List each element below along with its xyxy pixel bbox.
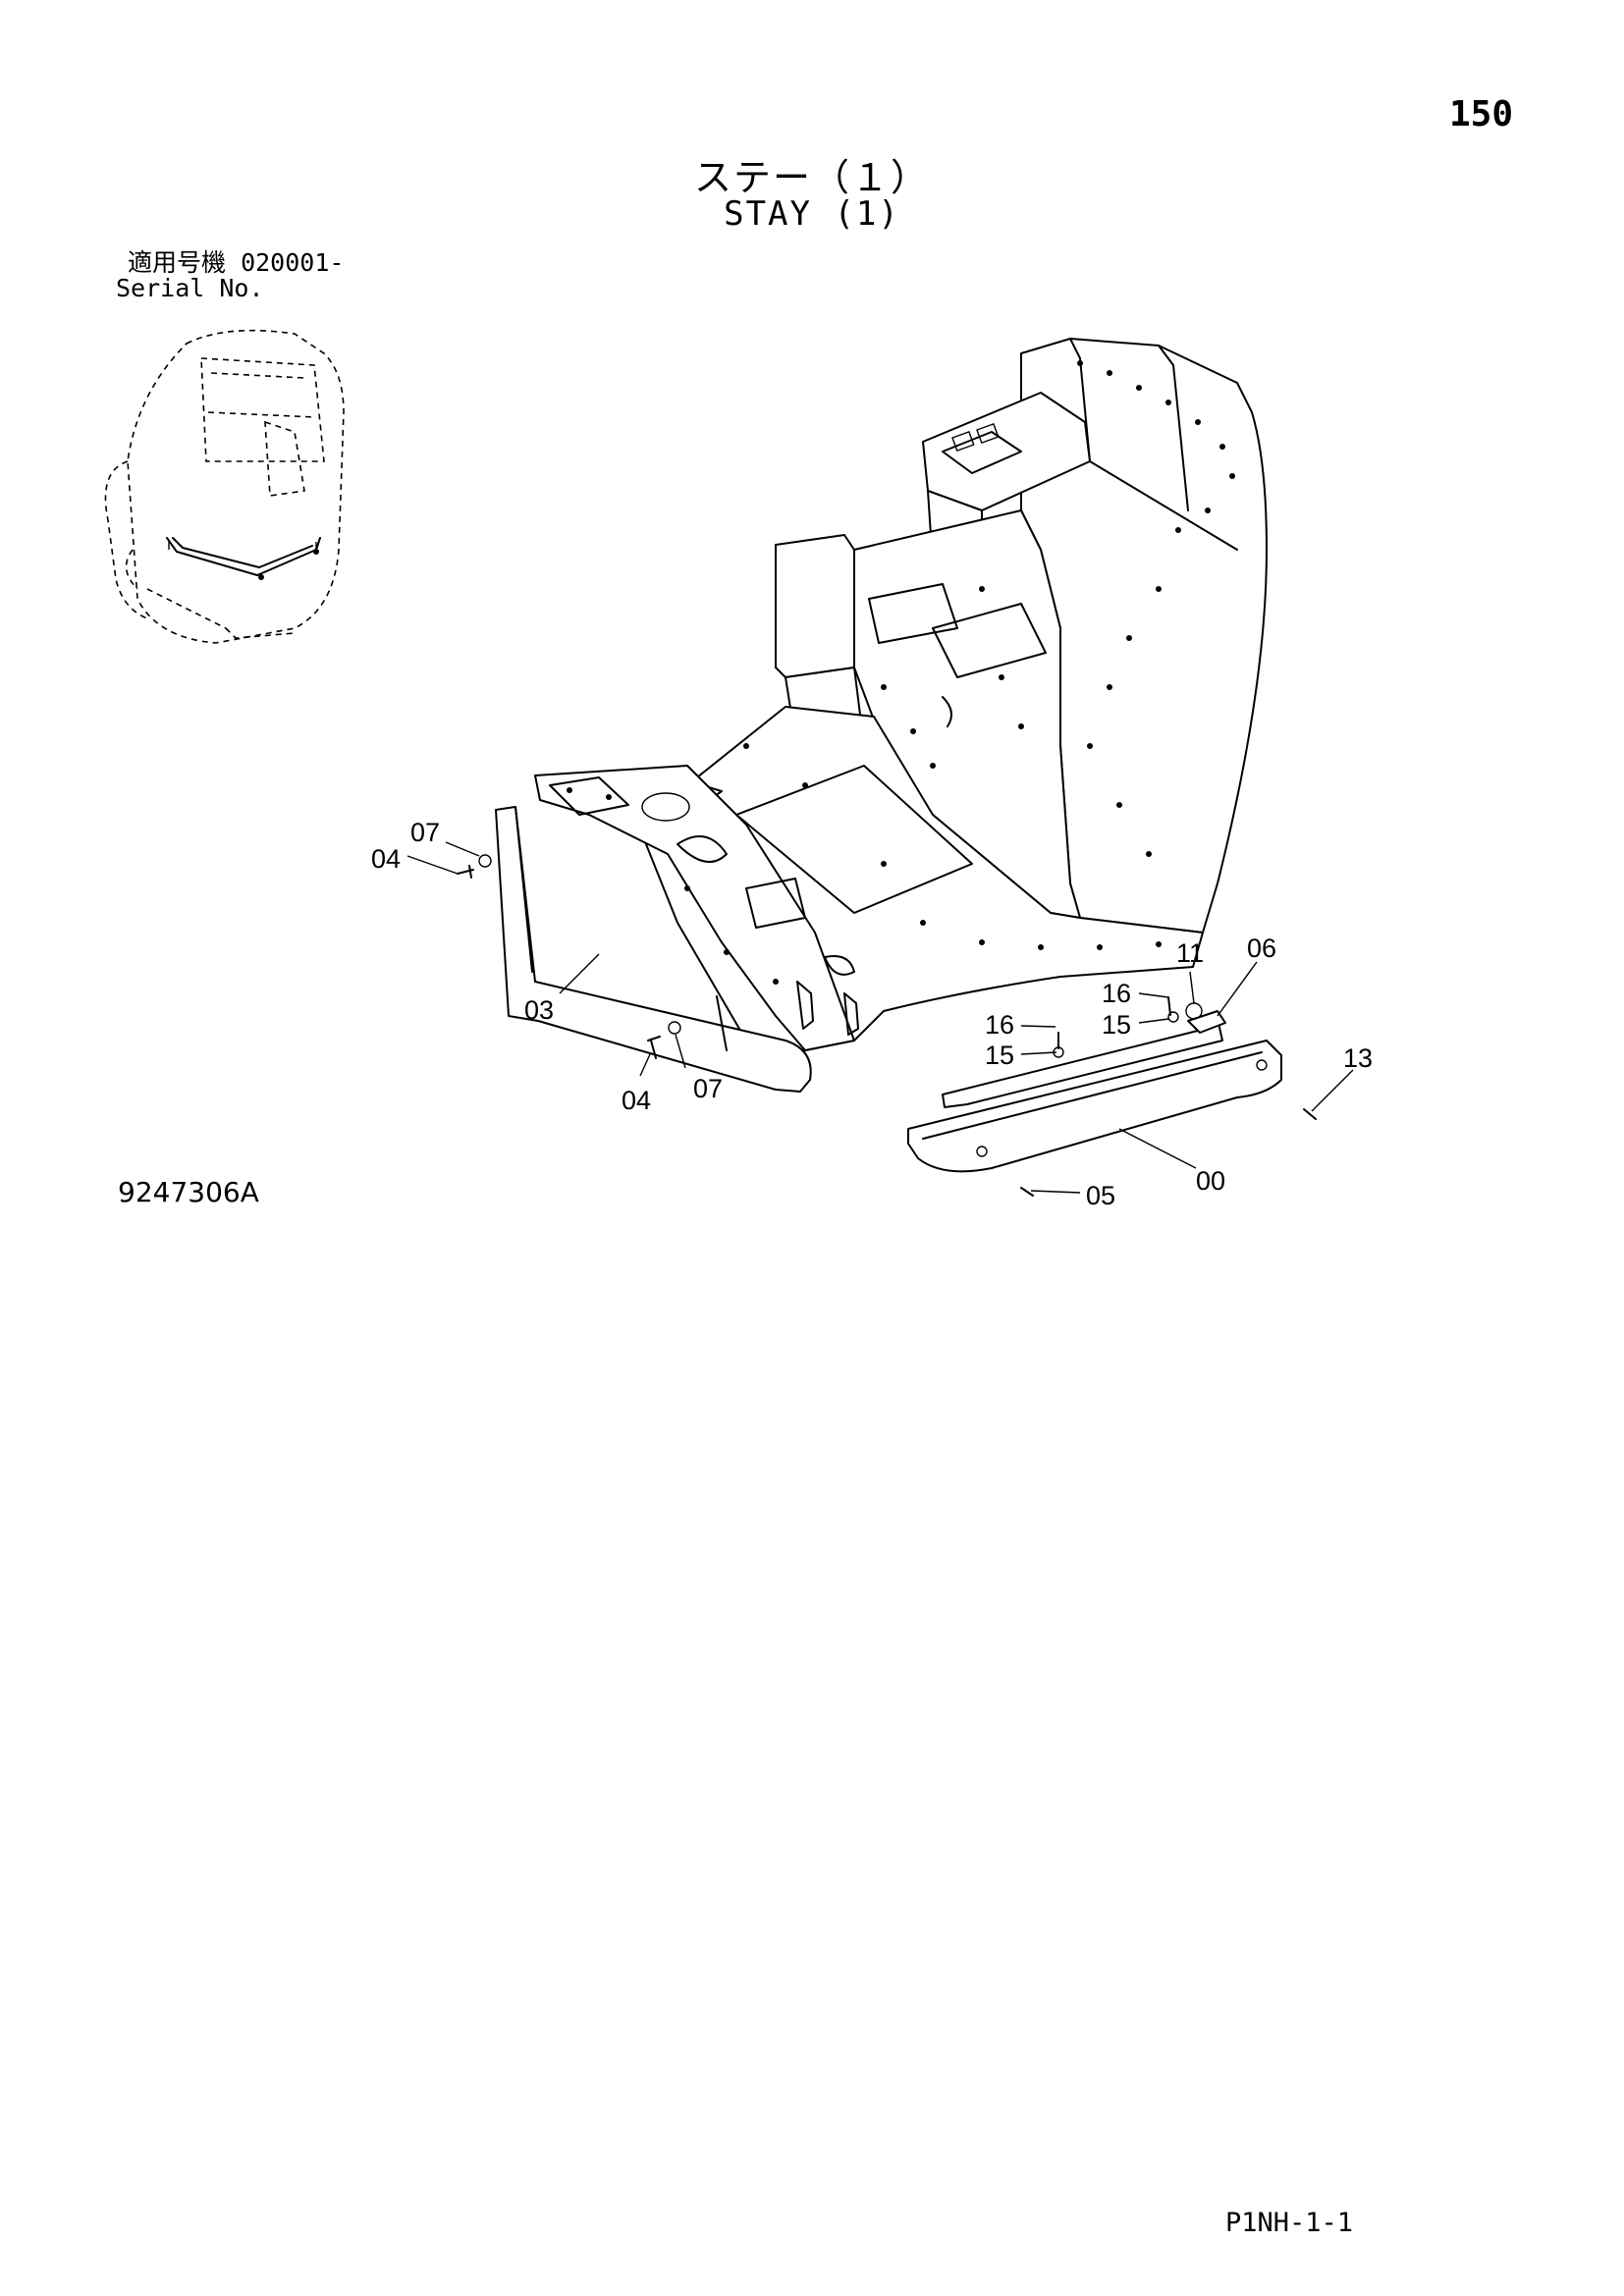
- callout-11: 11: [1176, 938, 1204, 968]
- callout-04-upper: 04: [371, 844, 401, 874]
- title-english: STAY (1): [724, 194, 900, 234]
- page-number: 150: [1449, 94, 1514, 134]
- left-stay-part: [457, 806, 812, 1093]
- serial-line-jp: 適用号機 020001-: [116, 250, 344, 276]
- page-code: P1NH-1-1: [1225, 2208, 1354, 2238]
- callout-16-right: 16: [1102, 979, 1131, 1008]
- callout-04-lower: 04: [622, 1086, 651, 1115]
- right-stay-part: [907, 996, 1317, 1197]
- callout-03: 03: [524, 995, 554, 1025]
- cab-frame-drawing: [534, 338, 1268, 1051]
- callout-07-upper: 07: [410, 818, 440, 847]
- callout-05: 05: [1086, 1181, 1115, 1210]
- callout-16-left: 16: [985, 1010, 1014, 1040]
- serial-label-en: Serial No.: [116, 274, 264, 302]
- drawing-number: 9247306A: [118, 1176, 259, 1208]
- serial-range: 020001-: [241, 248, 345, 277]
- callouts: 07 04 03 04 07 16 15 16 15 11 06 13 05 0…: [371, 818, 1373, 1210]
- callout-13: 13: [1343, 1043, 1373, 1073]
- serial-label-jp: 適用号機: [128, 248, 227, 277]
- callout-07-lower: 07: [693, 1074, 723, 1103]
- callout-15-right: 15: [1102, 1010, 1131, 1040]
- callout-06: 06: [1247, 934, 1276, 963]
- callout-00: 00: [1196, 1166, 1225, 1196]
- leader-lines: [406, 841, 1354, 1194]
- title-japanese: ステー（１）: [693, 156, 930, 199]
- callout-15-left: 15: [985, 1041, 1014, 1070]
- cab-location-inset: [104, 329, 345, 644]
- serial-block: 適用号機 020001- Serial No.: [116, 250, 344, 301]
